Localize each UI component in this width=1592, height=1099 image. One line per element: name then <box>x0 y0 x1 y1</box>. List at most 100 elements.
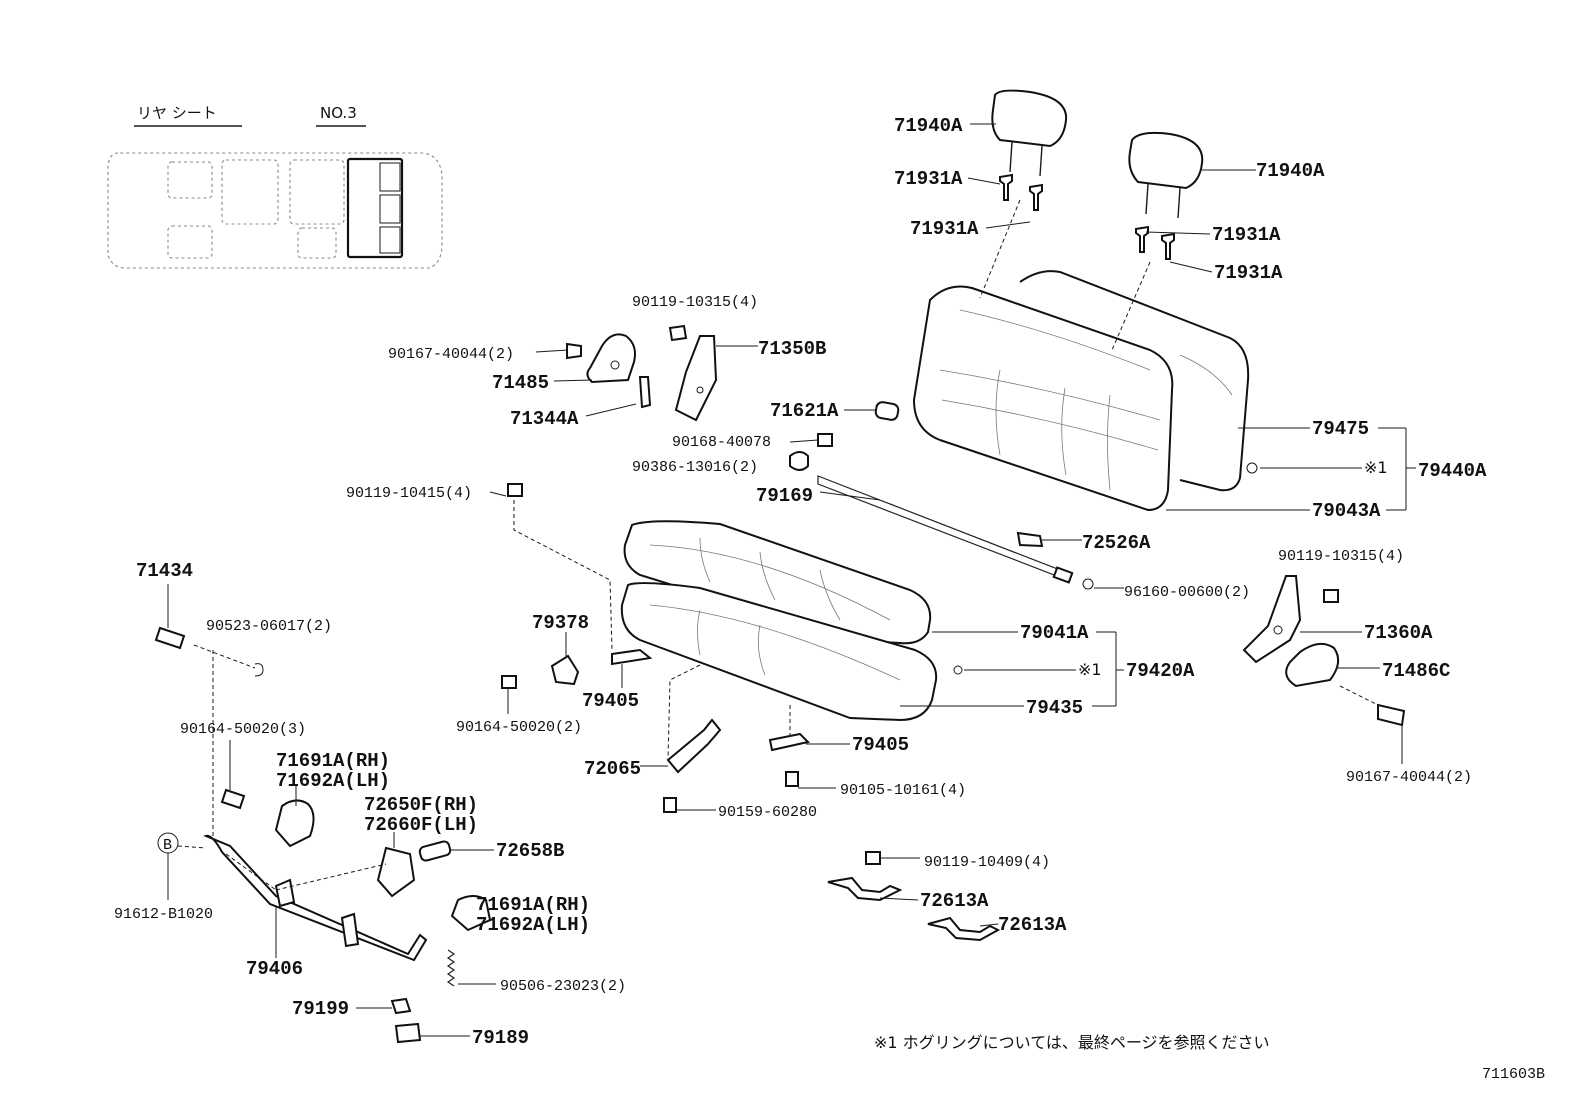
label-71486C: 71486C <box>1382 660 1450 682</box>
hinge-71350B <box>674 335 718 422</box>
label-71931A-4: 71931A <box>1214 262 1283 284</box>
label-90119-10415: 90119-10415(4) <box>346 485 472 502</box>
hinge-71485 <box>586 333 636 384</box>
label-79378: 79378 <box>532 612 589 634</box>
link-72065 <box>666 718 722 774</box>
label-79440A: 79440A <box>1418 460 1487 482</box>
label-72660F-LH: 72660F(LH) <box>364 814 478 836</box>
nut-90386-13016 <box>789 451 809 471</box>
label-79405-a: 79405 <box>582 690 639 712</box>
label-90119-10315-a: 90119-10315(4) <box>632 294 758 311</box>
label-71344A: 71344A <box>510 408 579 430</box>
label-90164-50020-3: 90164-50020(3) <box>180 721 306 738</box>
label-90168-40078: 90168-40078 <box>672 434 771 451</box>
headrest-left <box>991 89 1068 177</box>
bracket-79405-a <box>611 648 653 666</box>
bolt-90167-40044-a <box>566 342 582 360</box>
guide-71434 <box>193 644 256 669</box>
bolt-90105-10161 <box>785 771 799 787</box>
inset-seat-row2 <box>221 159 279 225</box>
guide-72650F <box>275 863 387 891</box>
inset-seat-front-right <box>167 225 213 259</box>
label-72065: 72065 <box>584 758 641 780</box>
label-71691A-RH-b: 71691A(RH) <box>476 894 590 916</box>
label-72613A-b: 72613A <box>998 914 1067 936</box>
label-71621A: 71621A <box>770 400 839 422</box>
hinge-71360A <box>1242 575 1302 664</box>
cap-72526A <box>1016 531 1044 548</box>
ring-79420A <box>953 665 963 675</box>
seat-location-inset: リヤ シート NO.3 <box>107 104 443 269</box>
guide-72065 <box>667 664 701 761</box>
bracket-79378 <box>550 654 580 686</box>
bolt-90119-10315-a <box>668 324 688 342</box>
label-72613A-a: 72613A <box>920 890 989 912</box>
label-71931A-1: 71931A <box>894 168 963 190</box>
cap-79189 <box>394 1022 422 1044</box>
label-71434: 71434 <box>136 560 193 582</box>
vehicle-outline <box>107 152 443 269</box>
guide-frame <box>225 853 277 891</box>
clip-79199 <box>390 997 412 1015</box>
bolt-90119-10315-b <box>1323 589 1339 603</box>
label-79199: 79199 <box>292 998 349 1020</box>
label-71360A: 71360A <box>1364 622 1433 644</box>
bolt-90119-10409 <box>865 851 881 865</box>
label-79420A: 79420A <box>1126 660 1195 682</box>
label-91612-B1020: 91612-B1020 <box>114 906 213 923</box>
label-71940A-left: 71940A <box>894 115 963 137</box>
diagram-code: 711603B <box>1482 1066 1545 1083</box>
label-79475: 79475 <box>1312 418 1369 440</box>
label-79405-b: 79405 <box>852 734 909 756</box>
label-90119-10409: 90119-10409(4) <box>924 854 1050 871</box>
inset-title-no3: NO.3 <box>320 104 357 122</box>
screw-90167-40044-b <box>1377 703 1406 727</box>
inset-seat-no3-seg2 <box>379 194 401 224</box>
bolt-90164-50020-3 <box>220 788 246 810</box>
cover-71691A-b <box>450 895 492 932</box>
label-72526A: 72526A <box>1082 532 1151 554</box>
knob-72658B <box>418 840 452 862</box>
bolt-90119-10415 <box>507 483 523 497</box>
label-71940A-right: 71940A <box>1256 160 1325 182</box>
label-71350B: 71350B <box>758 338 826 360</box>
footnote-hog-ring: ※1 ホグリングについては、最終ページを参照ください <box>874 1033 1270 1052</box>
label-79435: 79435 <box>1026 697 1083 719</box>
label-79041A: 79041A <box>1020 622 1089 644</box>
label-90167-40044-a: 90167-40044(2) <box>388 346 514 363</box>
ring-90523-06017 <box>254 663 264 677</box>
label-90164-50020-2: 90164-50020(2) <box>456 719 582 736</box>
guide-headrest-left <box>979 199 1021 299</box>
spring-90506-23023 <box>446 949 456 987</box>
label-72650F-RH: 72650F(RH) <box>364 794 478 816</box>
label-71485: 71485 <box>492 372 549 394</box>
inset-title-rear-seat: リヤ シート <box>137 104 217 122</box>
inset-seat-front-left <box>167 161 213 199</box>
guide-headrest-right <box>1111 261 1151 351</box>
bolt-90164-50020-2 <box>501 675 517 689</box>
label-90159-60280: 90159-60280 <box>718 804 817 821</box>
inset-seat-no3-seg1 <box>379 162 401 192</box>
inset-seat-no3-seg3 <box>379 226 401 254</box>
label-71692A-LH-a: 71692A(LH) <box>276 770 390 792</box>
cap-71621A <box>874 401 900 421</box>
ring-96160-00600 <box>1082 578 1094 590</box>
label-71692A-LH-b: 71692A(LH) <box>476 914 590 936</box>
guide-71486C <box>1339 685 1381 707</box>
guide-90119-10415 <box>513 500 613 651</box>
rod-end-79169 <box>1052 566 1074 584</box>
label-71931A-3: 71931A <box>1212 224 1281 246</box>
headrest-right <box>1128 131 1204 219</box>
plate-72613A-b <box>927 916 1001 942</box>
rod-79169 <box>817 475 1063 579</box>
label-90119-10315-b: 90119-10315(4) <box>1278 548 1404 565</box>
label-71691A-RH-a: 71691A(RH) <box>276 750 390 772</box>
bolt-90159-60280 <box>663 797 677 813</box>
label-circle-B: B <box>163 837 172 854</box>
ring-79440A <box>1246 462 1258 474</box>
label-71931A-2: 71931A <box>910 218 979 240</box>
bracket-79405-b <box>768 732 810 752</box>
label-72658B: 72658B <box>496 840 564 862</box>
plate-72613A-a <box>827 876 903 902</box>
label-79189: 79189 <box>472 1027 529 1049</box>
